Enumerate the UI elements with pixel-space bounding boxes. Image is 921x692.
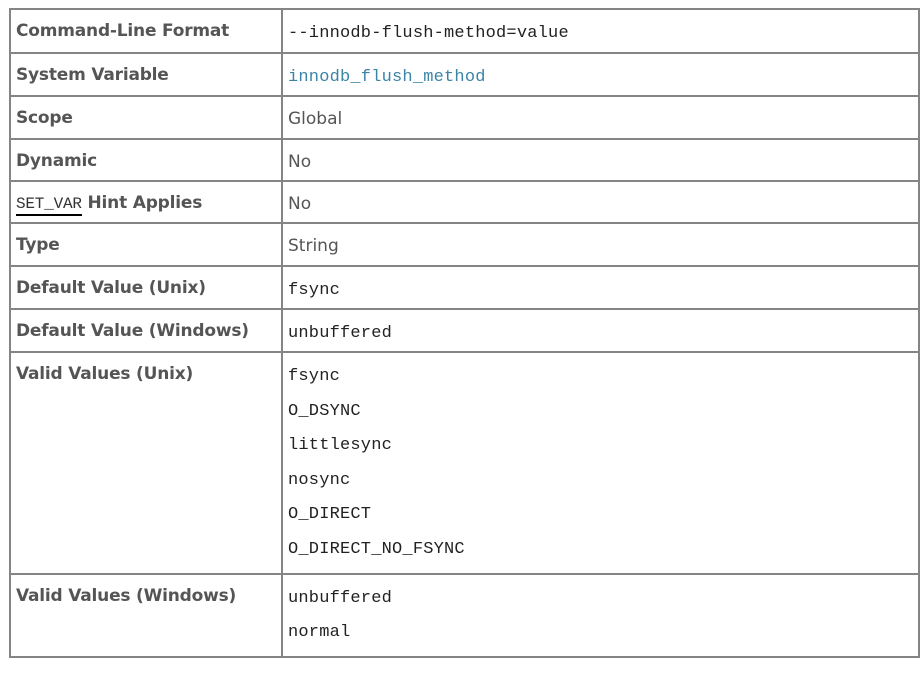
row-label: Command-Line Format: [9, 8, 283, 54]
valid-value: O_DSYNC: [288, 401, 361, 421]
row-value: innodb_flush_method: [281, 52, 920, 97]
row-value: --innodb-flush-method=value: [281, 8, 920, 54]
row-value: String: [281, 222, 920, 267]
valid-value: unbuffered: [288, 588, 393, 608]
row-value: No: [281, 180, 920, 224]
row-value: fsync O_DSYNC littlesync nosync O_DIRECT…: [281, 351, 920, 575]
valid-value: fsync: [288, 367, 341, 386]
table-row-scope: Scope Global: [9, 95, 920, 140]
row-value: No: [281, 138, 920, 182]
command-line-format-value: --innodb-flush-method=value: [288, 24, 569, 43]
row-label: System Variable: [9, 52, 283, 97]
valid-value: littlesync: [288, 436, 393, 456]
row-label: Valid Values (Unix): [9, 351, 283, 575]
row-label: Dynamic: [9, 138, 283, 182]
row-value: unbuffered: [281, 308, 920, 353]
list-item: unbuffered: [288, 587, 914, 622]
valid-value: nosync: [288, 470, 351, 490]
system-variable-link[interactable]: innodb_flush_method: [288, 68, 486, 87]
row-label: Default Value (Unix): [9, 265, 283, 310]
list-item: nosync: [288, 469, 914, 504]
row-label: Valid Values (Windows): [9, 572, 283, 658]
table-row-default-unix: Default Value (Unix) fsync: [9, 265, 920, 310]
row-value: unbuffered normal: [281, 572, 920, 658]
table-row-valid-unix: Valid Values (Unix) fsync O_DSYNC little…: [9, 351, 920, 575]
valid-values-windows-list: unbuffered normal: [288, 587, 914, 656]
list-item: normal: [288, 621, 914, 656]
valid-value: normal: [288, 623, 351, 643]
table-row-command-line-format: Command-Line Format --innodb-flush-metho…: [9, 8, 920, 54]
table-row-type: Type String: [9, 222, 920, 267]
row-label-text: Hint Applies: [87, 193, 203, 213]
valid-values-unix-list: fsync O_DSYNC littlesync nosync O_DIRECT…: [288, 365, 914, 573]
variable-properties-table: Command-Line Format --innodb-flush-metho…: [9, 8, 920, 658]
set-var-link[interactable]: SET_VAR: [16, 195, 82, 216]
list-item: O_DIRECT_NO_FSYNC: [288, 538, 914, 573]
row-value: fsync: [281, 265, 920, 310]
table-row-default-windows: Default Value (Windows) unbuffered: [9, 308, 920, 353]
row-label: Default Value (Windows): [9, 308, 283, 353]
default-unix-value: fsync: [288, 281, 341, 300]
list-item: fsync: [288, 365, 914, 400]
row-value: Global: [281, 95, 920, 140]
valid-value: O_DIRECT_NO_FSYNC: [288, 539, 465, 559]
row-label: Scope: [9, 95, 283, 140]
table-row-dynamic: Dynamic No: [9, 138, 920, 182]
valid-value: O_DIRECT: [288, 505, 372, 525]
list-item: O_DSYNC: [288, 400, 914, 435]
default-windows-value: unbuffered: [288, 324, 393, 343]
row-label: Type: [9, 222, 283, 267]
table-row-set-var-hint: SET_VAR Hint Applies No: [9, 180, 920, 224]
table-row-system-variable: System Variable innodb_flush_method: [9, 52, 920, 97]
row-label: SET_VAR Hint Applies: [9, 180, 283, 224]
list-item: O_DIRECT: [288, 503, 914, 538]
list-item: littlesync: [288, 434, 914, 469]
table-row-valid-windows: Valid Values (Windows) unbuffered normal: [9, 572, 920, 658]
